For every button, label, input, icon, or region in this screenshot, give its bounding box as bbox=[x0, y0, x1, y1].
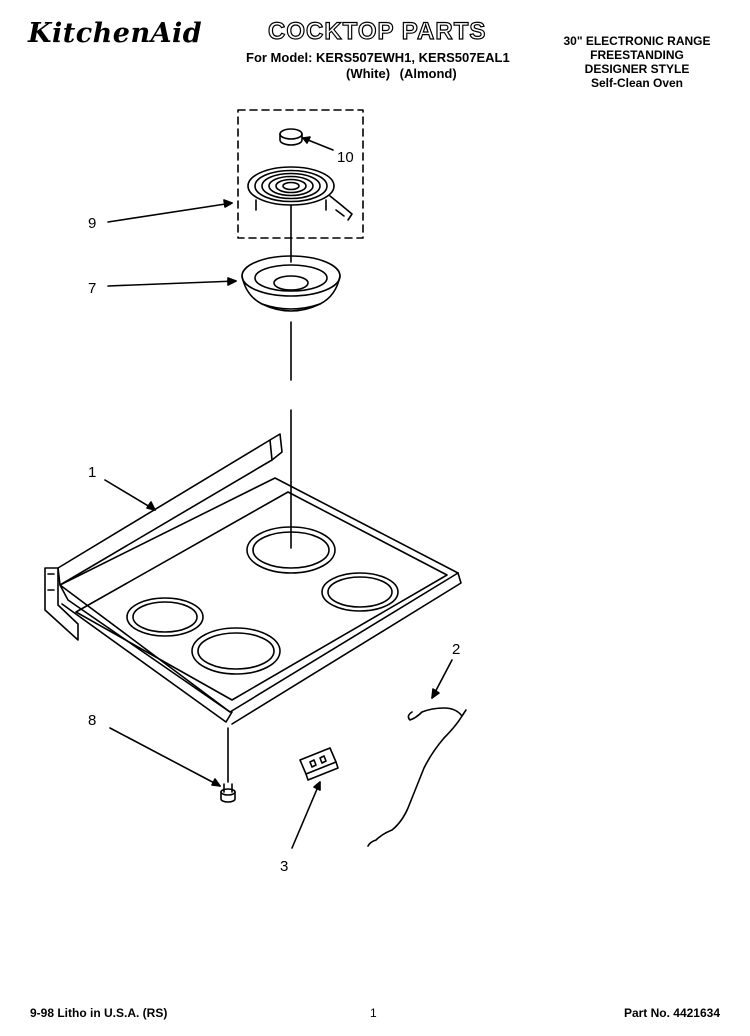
part-8-screw bbox=[220, 783, 236, 803]
part-2-wire-harness bbox=[367, 707, 463, 847]
range-description: 30" ELECTRONIC RANGE FREESTANDING DESIGN… bbox=[552, 34, 722, 90]
leader-3 bbox=[291, 781, 321, 849]
callout-2: 2 bbox=[452, 641, 460, 658]
callout-8: 8 bbox=[88, 712, 96, 729]
part-1-cooktop bbox=[44, 433, 462, 725]
callout-9: 9 bbox=[88, 215, 96, 232]
leader-8 bbox=[109, 727, 221, 787]
callout-7: 7 bbox=[88, 280, 96, 297]
leader-1 bbox=[104, 479, 156, 511]
part-7-drip-bowl bbox=[241, 255, 341, 312]
part-9-surface-element bbox=[247, 166, 353, 221]
litho-note: 9-98 Litho in U.S.A. (RS) bbox=[30, 1006, 168, 1020]
part-10-cap bbox=[279, 128, 303, 146]
range-oven: Self-Clean Oven bbox=[590, 76, 684, 90]
callout-1: 1 bbox=[88, 464, 96, 481]
range-install: FREESTANDING bbox=[590, 48, 684, 62]
callout-3: 3 bbox=[280, 858, 288, 875]
part-number: Part No. 4421634 bbox=[623, 1006, 720, 1020]
page-title: COCKTOP PARTS bbox=[267, 17, 487, 45]
leader-7 bbox=[107, 280, 237, 287]
range-type: 30" ELECTRONIC RANGE bbox=[563, 34, 711, 48]
model-numbers: For Model: KERS507EWH1, KERS507EAL1 bbox=[246, 50, 510, 65]
model-finishes: (White) (Almond) bbox=[346, 66, 457, 81]
page-number: 1 bbox=[370, 1006, 377, 1020]
leader-9 bbox=[107, 202, 233, 223]
range-style: DESIGNER STYLE bbox=[584, 62, 690, 76]
callout-10: 10 bbox=[337, 149, 354, 166]
kitchenaid-logo: KitchenAid bbox=[28, 18, 203, 49]
element-assembly-box bbox=[237, 109, 364, 239]
part-3-terminal-block bbox=[299, 747, 339, 781]
